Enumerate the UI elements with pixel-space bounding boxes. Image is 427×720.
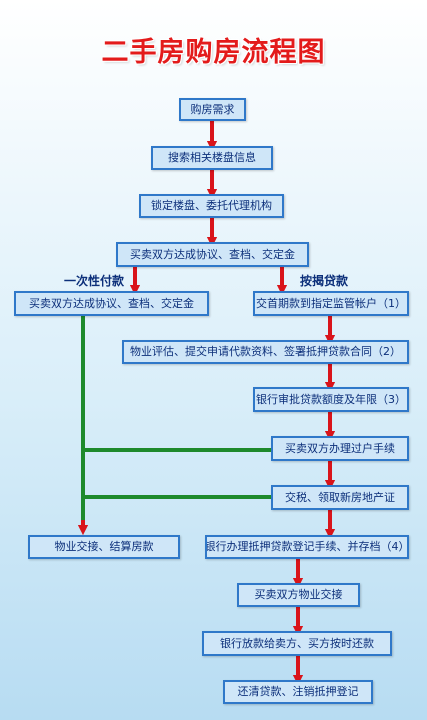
step-payoff: 还清贷款、注销抵押登记 bbox=[223, 680, 373, 704]
label-full-payment: 一次性付款 bbox=[64, 274, 125, 288]
step-down-payment: 交首期款到指定监管帐户（1） bbox=[253, 291, 409, 316]
step-search: 搜索相关楼盘信息 bbox=[151, 146, 273, 170]
step-release: 银行放款给卖方、买方按时还款 bbox=[202, 631, 392, 656]
step-mortgage-reg: 银行办理抵押贷款登记手续、并存档（4） bbox=[205, 535, 409, 559]
step-approval: 银行审批贷款额度及年限（3） bbox=[253, 387, 409, 412]
step-appraisal: 物业评估、提交申请代款资料、签署抵押贷款合同（2） bbox=[122, 340, 409, 364]
step-tax: 交税、领取新房地产证 bbox=[271, 485, 409, 510]
label-mortgage: 按揭贷款 bbox=[300, 274, 349, 288]
page-title: 二手房购房流程图 bbox=[101, 37, 326, 68]
step-agreement: 买卖双方达成协议、查档、交定金 bbox=[116, 242, 309, 267]
step-transfer: 买卖双方办理过户手续 bbox=[271, 436, 409, 461]
step-full-handover: 物业交接、结算房款 bbox=[28, 535, 180, 559]
step-handover: 买卖双方物业交接 bbox=[237, 583, 360, 607]
step-lock: 锁定楼盘、委托代理机构 bbox=[139, 194, 284, 218]
step-full-agreement: 买卖双方达成协议、查档、交定金 bbox=[14, 291, 209, 316]
step-need: 购房需求 bbox=[179, 98, 246, 121]
